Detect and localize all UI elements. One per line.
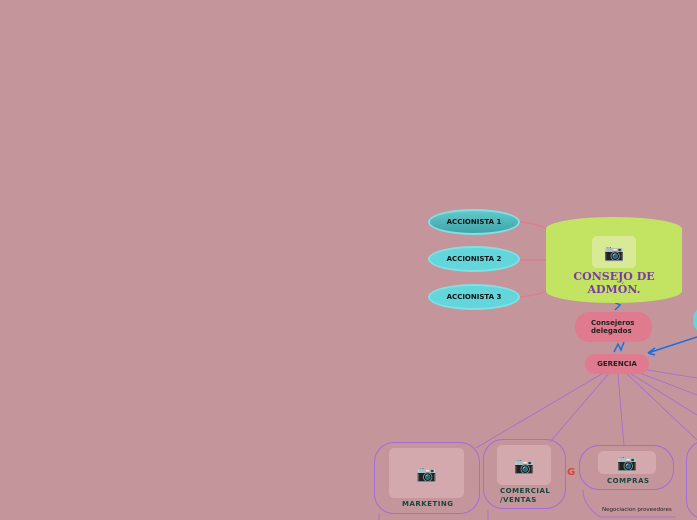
camera-icon[interactable]: 📷	[592, 236, 636, 268]
board-title: CONSEJO DE ADMÓN.	[573, 270, 655, 296]
delegates-label: Consejeros	[591, 319, 635, 327]
shareholder-node-3[interactable]: ACCIONISTA 3	[428, 284, 520, 310]
camera-icon[interactable]: 📷	[389, 448, 464, 498]
purchasing-label: COMPRAS	[607, 477, 650, 485]
management-node[interactable]: GERENCIA	[585, 354, 649, 374]
sales-node[interactable]: 📷 COMERCIAL /VENTAS	[483, 439, 566, 509]
shareholder-node-1[interactable]: ACCIONISTA 1	[428, 209, 520, 235]
marketing-label: MARKETING	[402, 500, 454, 508]
shareholder-node-2[interactable]: ACCIONISTA 2	[428, 246, 520, 272]
purchasing-node[interactable]: 📷 COMPRAS	[579, 445, 674, 490]
management-label: GERENCIA	[597, 360, 637, 368]
offscreen-node[interactable]	[693, 307, 697, 333]
camera-icon[interactable]: 📷	[598, 451, 656, 474]
board-node[interactable]: 📷 CONSEJO DE ADMÓN.	[546, 217, 682, 303]
camera-icon[interactable]: 📷	[497, 445, 551, 485]
delegates-label: delegados	[591, 327, 632, 335]
sales-label: /VENTAS	[500, 496, 537, 504]
sales-label: COMERCIAL	[500, 487, 551, 495]
purchasing-subtopic[interactable]: Negociacion proveedores	[602, 507, 672, 513]
shareholder-label: ACCIONISTA 3	[446, 293, 502, 301]
marketing-node[interactable]: 📷 MARKETING	[374, 442, 480, 514]
shareholder-label: ACCIONISTA 2	[446, 255, 502, 263]
offscreen-department-node[interactable]	[686, 440, 697, 520]
delegates-node[interactable]: Consejeros delegados	[575, 312, 652, 342]
shareholder-label: ACCIONISTA 1	[446, 218, 502, 226]
google-icon: G	[567, 467, 576, 478]
